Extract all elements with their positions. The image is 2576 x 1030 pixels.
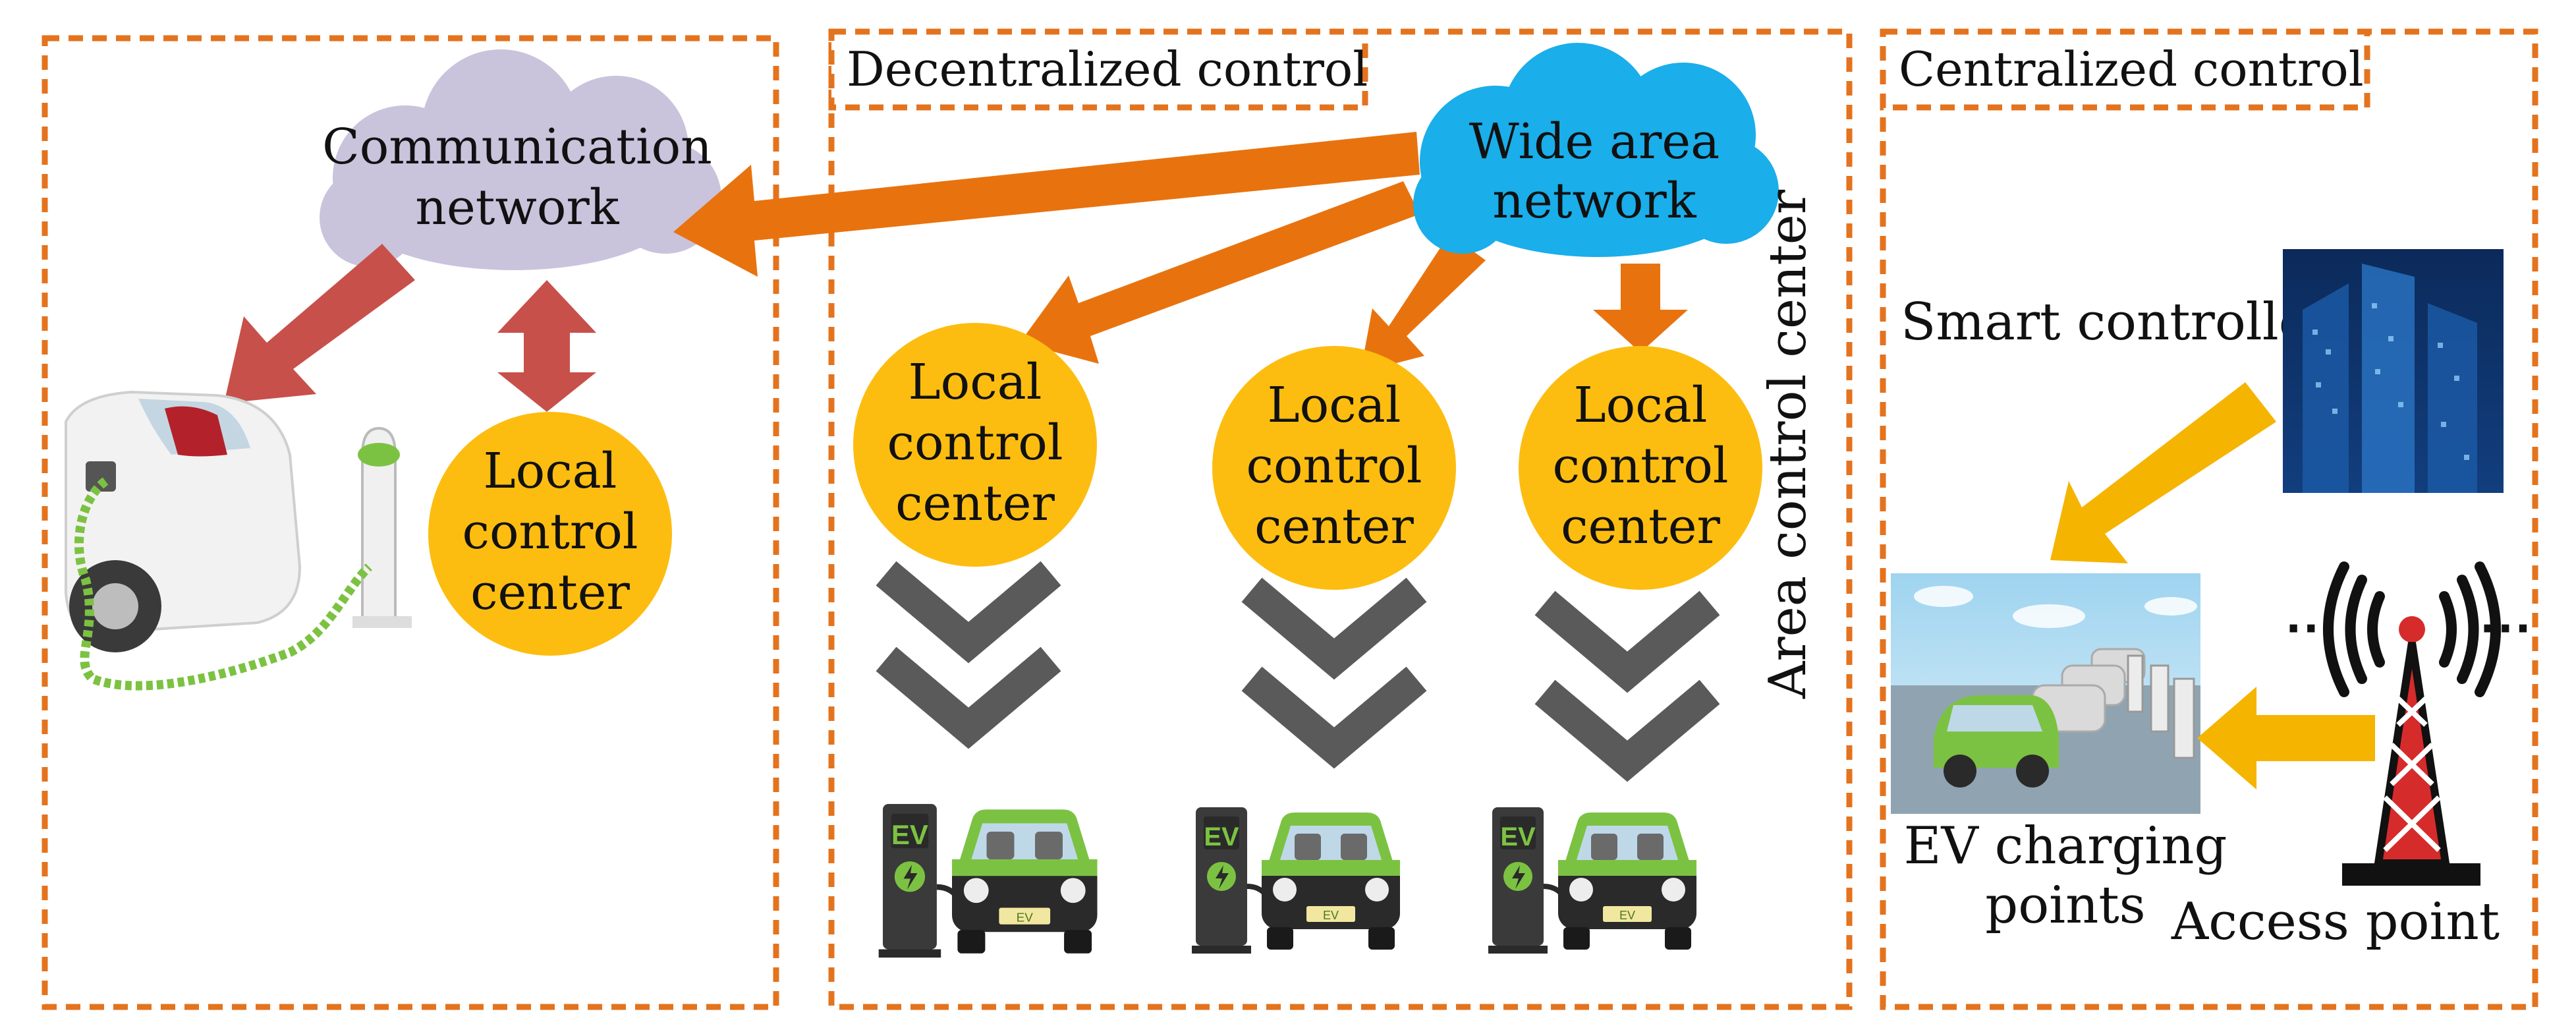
local-center-3-line2: control xyxy=(1553,438,1729,494)
centralized-panel-title: Centralized control xyxy=(1880,28,2370,111)
area-control-center-label: Area control center xyxy=(1758,189,1818,699)
chevron-down-icon-2 xyxy=(1241,577,1427,769)
wide-area-line2: network xyxy=(1492,173,1696,229)
local-center-line1: Local xyxy=(484,443,617,500)
wide-area-network-cloud: Wide area network xyxy=(1413,43,1779,257)
access-point-to-ev-points-arrow xyxy=(2197,687,2375,789)
smart-controller-label: Smart controller xyxy=(1901,293,2334,352)
local-center-2-line3: center xyxy=(1254,498,1414,555)
centralized-title-text: Centralized control xyxy=(1899,42,2364,97)
ev-charger-car-icon-1 xyxy=(879,804,1098,958)
communication-network-line1: Communication xyxy=(322,119,712,175)
local-center-3-line3: center xyxy=(1561,498,1720,555)
wan-to-local3-arrow xyxy=(1593,264,1688,353)
chevron-down-icon-1 xyxy=(876,561,1061,749)
cloud-to-car-arrow xyxy=(224,244,415,403)
cloud-local-double-arrow xyxy=(497,280,596,412)
ev-charger-car-icon-3 xyxy=(1488,807,1696,954)
communication-network-line2: network xyxy=(415,179,619,236)
ev-car-charger-icon xyxy=(65,390,412,691)
decentralized-panel-title: Decentralized control xyxy=(828,28,1368,111)
building-icon xyxy=(2283,249,2504,493)
charging-station-icon xyxy=(1891,573,2200,814)
local-center-1-line1: Local xyxy=(909,354,1042,411)
local-center-3-line1: Local xyxy=(1574,377,1708,434)
ev-charging-points-line2: points xyxy=(1985,876,2145,935)
left-panel-border xyxy=(42,35,779,1010)
chevron-down-icon-3 xyxy=(1534,590,1720,782)
wide-area-line1: Wide area xyxy=(1469,113,1720,170)
ev-charging-points-line1: EV charging xyxy=(1904,816,2227,876)
local-center-line2: control xyxy=(462,503,638,560)
local-center-2-line1: Local xyxy=(1268,377,1401,434)
local-control-center-1: Local control center xyxy=(853,323,1097,567)
cloud-icon xyxy=(320,49,721,270)
communication-network-cloud: Communication network xyxy=(320,49,721,270)
ev-charger-car-icon-2 xyxy=(1192,807,1400,954)
wan-to-local2-arrow xyxy=(1360,234,1486,372)
local-control-center-left: Local control center xyxy=(428,412,672,656)
decentralized-title-text: Decentralized control xyxy=(847,42,1368,97)
controller-to-ev-points-arrow xyxy=(2050,382,2276,563)
wan-to-communication-arrow xyxy=(673,132,1420,277)
local-control-center-3: Local control center xyxy=(1519,346,1762,590)
antenna-tower-icon: ··· ··· xyxy=(2286,561,2533,886)
centralized-panel-border xyxy=(1880,28,2538,1010)
local-control-center-2: Local control center xyxy=(1212,346,1456,590)
local-center-line3: center xyxy=(470,564,630,621)
local-center-1-line2: control xyxy=(887,415,1063,471)
local-center-1-line3: center xyxy=(895,475,1055,532)
access-point-label: Access point xyxy=(2171,892,2500,952)
local-center-2-line2: control xyxy=(1246,438,1422,494)
wan-to-local1-arrow xyxy=(1020,181,1420,364)
cloud-icon xyxy=(1413,43,1779,257)
